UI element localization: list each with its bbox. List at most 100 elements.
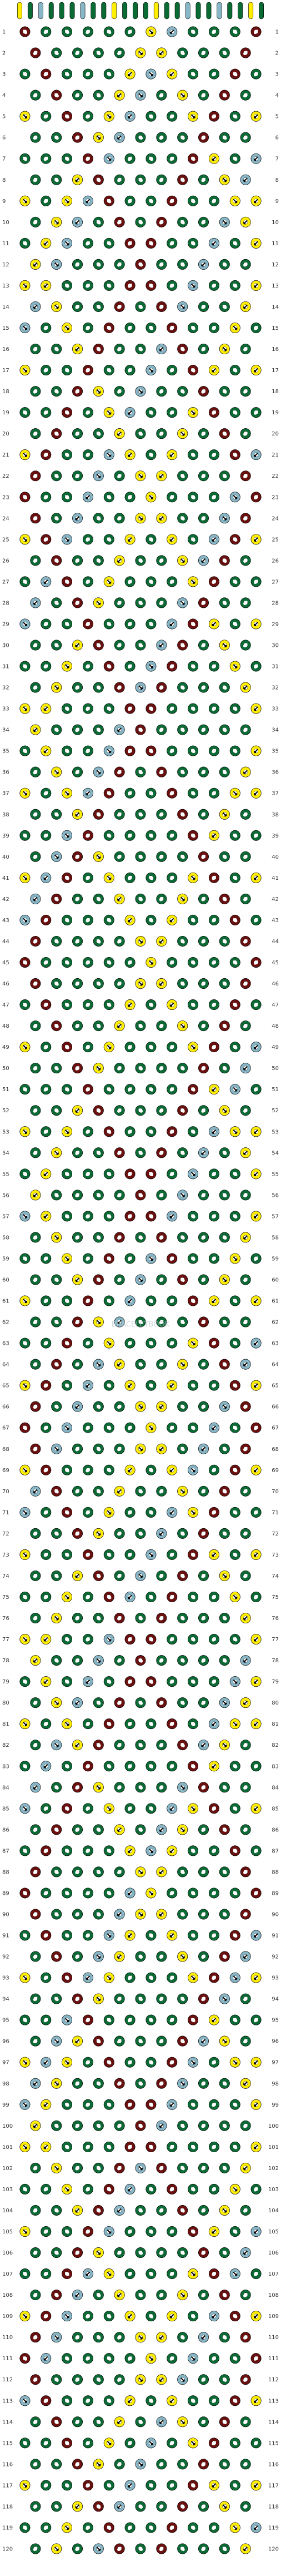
row-number-left: 13 <box>2 283 9 289</box>
row-number-left: 71 <box>2 1510 9 1516</box>
knot-arrow-icon <box>96 304 101 309</box>
row-number-right: 4 <box>275 93 279 99</box>
knot-arrow-icon <box>222 601 227 605</box>
row-number-left: 103 <box>2 2187 13 2193</box>
knot-arrow-icon <box>43 537 48 542</box>
knot-arrow-icon <box>107 664 112 669</box>
knot-arrow-icon <box>159 643 164 647</box>
knot-arrow-icon <box>86 495 91 499</box>
knot-arrow-icon <box>212 579 217 584</box>
knot-arrow-icon <box>64 410 69 415</box>
knot-arrow-icon <box>43 72 48 77</box>
row-number-left: 78 <box>2 1658 9 1664</box>
row-number-left: 27 <box>2 579 9 585</box>
row-number-right: 60 <box>272 1277 279 1283</box>
row-number-right: 52 <box>272 1108 279 1114</box>
knot-arrow-icon <box>23 199 27 204</box>
row-number-left: 38 <box>2 812 9 818</box>
knot-arrow-icon <box>33 177 38 182</box>
row-number-right: 25 <box>272 537 279 543</box>
knot-arrow-icon <box>64 199 69 204</box>
knot-arrow-icon <box>159 516 164 521</box>
row-number-left: 49 <box>2 1044 9 1051</box>
row-number-right: 75 <box>272 1594 279 1601</box>
row-number-right: 95 <box>272 2018 279 2024</box>
row-number-left: 60 <box>2 1277 9 1283</box>
row-number-left: 95 <box>2 2018 9 2024</box>
strand-stub <box>38 2 43 19</box>
row-number-right: 43 <box>272 918 279 924</box>
knot-arrow-icon <box>86 579 91 584</box>
knot-arrow-icon <box>180 135 185 140</box>
knot-arrow-icon <box>180 643 185 647</box>
knot-arrow-icon <box>138 431 143 436</box>
knot-arrow-icon <box>222 51 227 56</box>
row-number-left: 25 <box>2 537 9 543</box>
knot-arrow-icon <box>212 241 217 246</box>
knot-arrow-icon <box>149 368 153 373</box>
row-number-left: 48 <box>2 1023 9 1029</box>
row-number-right: 23 <box>272 494 279 501</box>
knot-arrow-icon <box>190 368 195 373</box>
knot-arrow-icon <box>254 537 258 542</box>
knot-arrow-icon <box>86 325 91 330</box>
knot-arrow-icon <box>33 51 38 56</box>
knot-arrow-icon <box>117 177 122 182</box>
knot-arrow-icon <box>159 177 164 182</box>
row-number-right: 107 <box>268 2271 279 2277</box>
row-number-left: 35 <box>2 749 9 755</box>
row-number-right: 5 <box>275 114 279 120</box>
row-number-left: 51 <box>2 1087 9 1093</box>
row-number-right: 104 <box>268 2208 279 2214</box>
row-number-right: 66 <box>272 1404 279 1410</box>
row-number-left: 115 <box>2 2440 13 2446</box>
row-number-left: 50 <box>2 1066 9 1072</box>
knot-arrow-icon <box>54 431 59 436</box>
knot-arrow-icon <box>23 156 27 161</box>
knot-arrow-icon <box>149 156 153 161</box>
row-number-right: 18 <box>272 389 279 395</box>
row-number-left: 109 <box>2 2314 13 2320</box>
knot-arrow-icon <box>190 283 195 288</box>
knot-arrow-icon <box>128 495 132 499</box>
knot-arrow-icon <box>201 177 206 182</box>
knot-arrow-icon <box>201 304 206 309</box>
knot-arrow-icon <box>75 177 80 182</box>
knot-arrow-icon <box>128 283 132 288</box>
row-number-left: 17 <box>2 368 9 374</box>
row-number-left: 112 <box>2 2377 13 2383</box>
knot-arrow-icon <box>243 643 248 647</box>
row-number-left: 58 <box>2 1235 9 1241</box>
row-number-left: 26 <box>2 558 9 564</box>
knot-arrow-icon <box>96 346 101 351</box>
row-number-left: 86 <box>2 1827 9 1833</box>
row-number-left: 64 <box>2 1362 9 1368</box>
row-number-left: 114 <box>2 2419 13 2425</box>
row-number-right: 27 <box>272 579 279 585</box>
knot-arrow-icon <box>54 643 59 647</box>
knot-arrow-icon <box>180 389 185 394</box>
knot-arrow-icon <box>43 114 48 119</box>
knot-arrow-icon <box>190 114 195 119</box>
row-number-left: 9 <box>2 199 6 205</box>
knot-arrow-icon <box>96 220 101 225</box>
knot-arrow-icon <box>190 410 195 415</box>
knot-arrow-icon <box>222 304 227 309</box>
knot-arrow-icon <box>149 241 153 246</box>
knot-arrow-icon <box>117 220 122 225</box>
knot-arrow-icon <box>149 283 153 288</box>
knot-arrow-icon <box>23 622 27 626</box>
row-number-right: 112 <box>268 2377 279 2383</box>
knot-arrow-icon <box>86 410 91 415</box>
row-number-right: 83 <box>272 1763 279 1770</box>
knot-arrow-icon <box>33 643 38 647</box>
knot-arrow-icon <box>212 325 217 330</box>
knot-arrow-icon <box>107 537 112 542</box>
knot-arrow-icon <box>64 29 69 34</box>
row-number-right: 47 <box>272 1002 279 1008</box>
strand-stub <box>153 2 159 19</box>
strand-stub <box>259 2 264 19</box>
knot-arrow-icon <box>169 579 174 584</box>
knot-arrow-icon <box>43 410 48 415</box>
